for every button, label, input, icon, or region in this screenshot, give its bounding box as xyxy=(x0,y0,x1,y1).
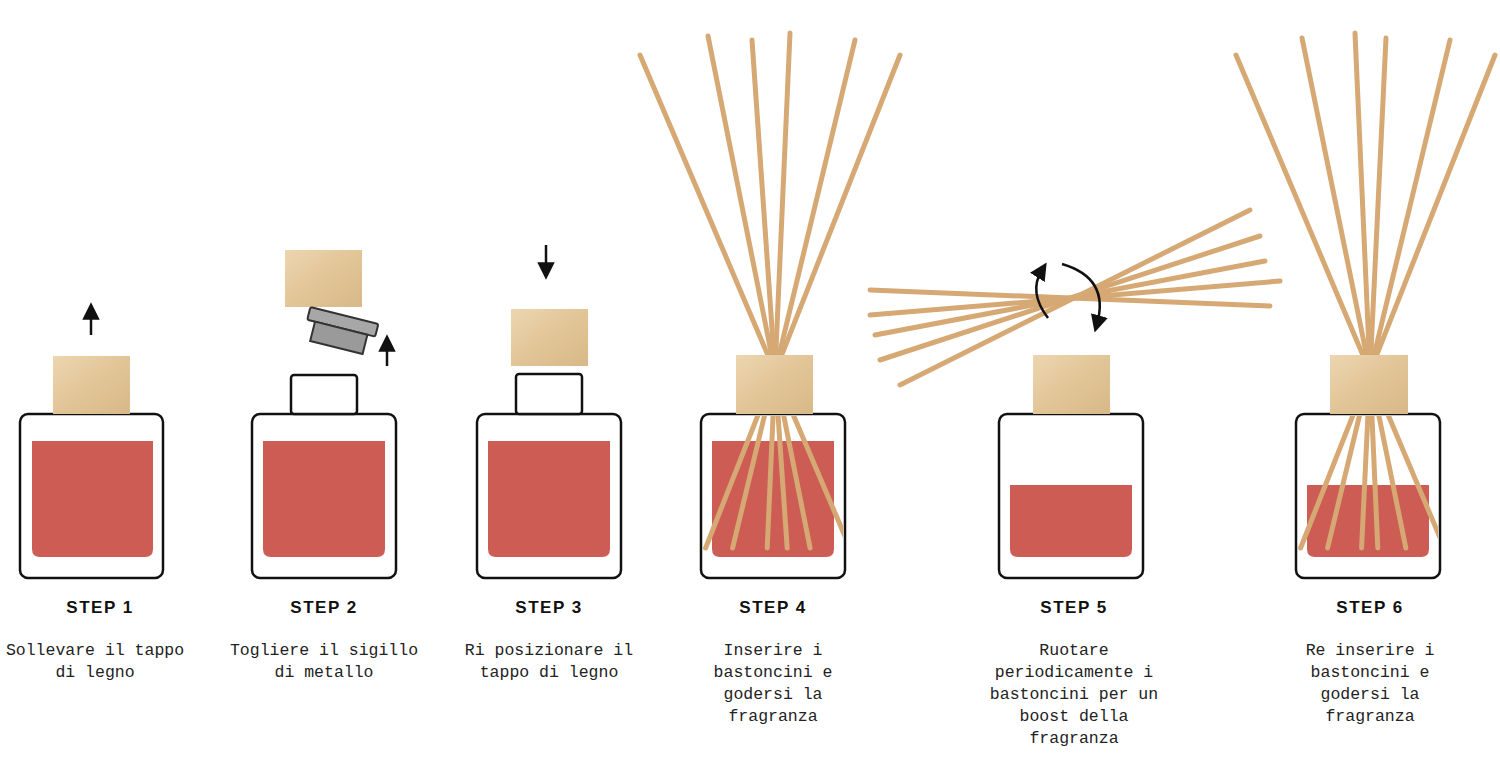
step-number: STEP 1 xyxy=(0,598,200,618)
bottle-step-3 xyxy=(477,245,621,578)
bottle-step-4 xyxy=(640,33,900,578)
step-instruction: Sollevare il tappo di legno xyxy=(0,640,190,684)
reed-stick xyxy=(733,40,855,548)
reed-sticks xyxy=(640,33,900,548)
reed-stick xyxy=(640,55,850,548)
reed-stick xyxy=(1362,38,1386,548)
reed-stick xyxy=(706,55,900,548)
step-instruction: Re inserire i bastoncini e godersi la fr… xyxy=(1303,640,1438,728)
step-instruction: Ri posizionare il tappo di legno xyxy=(454,640,644,684)
reed-stick xyxy=(767,33,790,548)
step-instruction: Togliere il sigillo di metallo xyxy=(224,640,424,684)
reed-sticks xyxy=(870,210,1280,385)
reed-stick xyxy=(1236,55,1444,548)
bottle-step-2 xyxy=(252,250,396,578)
reed-stick xyxy=(1301,55,1495,548)
bottle-step-1 xyxy=(20,311,163,578)
step-instruction: Ruotare periodicamente i bastoncini per … xyxy=(987,640,1162,750)
bottle-step-6 xyxy=(1236,33,1495,578)
step-number: STEP 6 xyxy=(1270,598,1470,618)
reed-stick xyxy=(1328,40,1450,548)
step-number: STEP 5 xyxy=(974,598,1174,618)
step-number: STEP 3 xyxy=(449,598,649,618)
step-instruction: Inserire i bastoncini e godersi la fragr… xyxy=(706,640,841,728)
step-number: STEP 4 xyxy=(673,598,873,618)
step-number: STEP 2 xyxy=(224,598,424,618)
reed-stick xyxy=(900,210,1250,385)
bottle-step-5 xyxy=(870,210,1280,578)
reed-sticks xyxy=(1236,33,1495,548)
